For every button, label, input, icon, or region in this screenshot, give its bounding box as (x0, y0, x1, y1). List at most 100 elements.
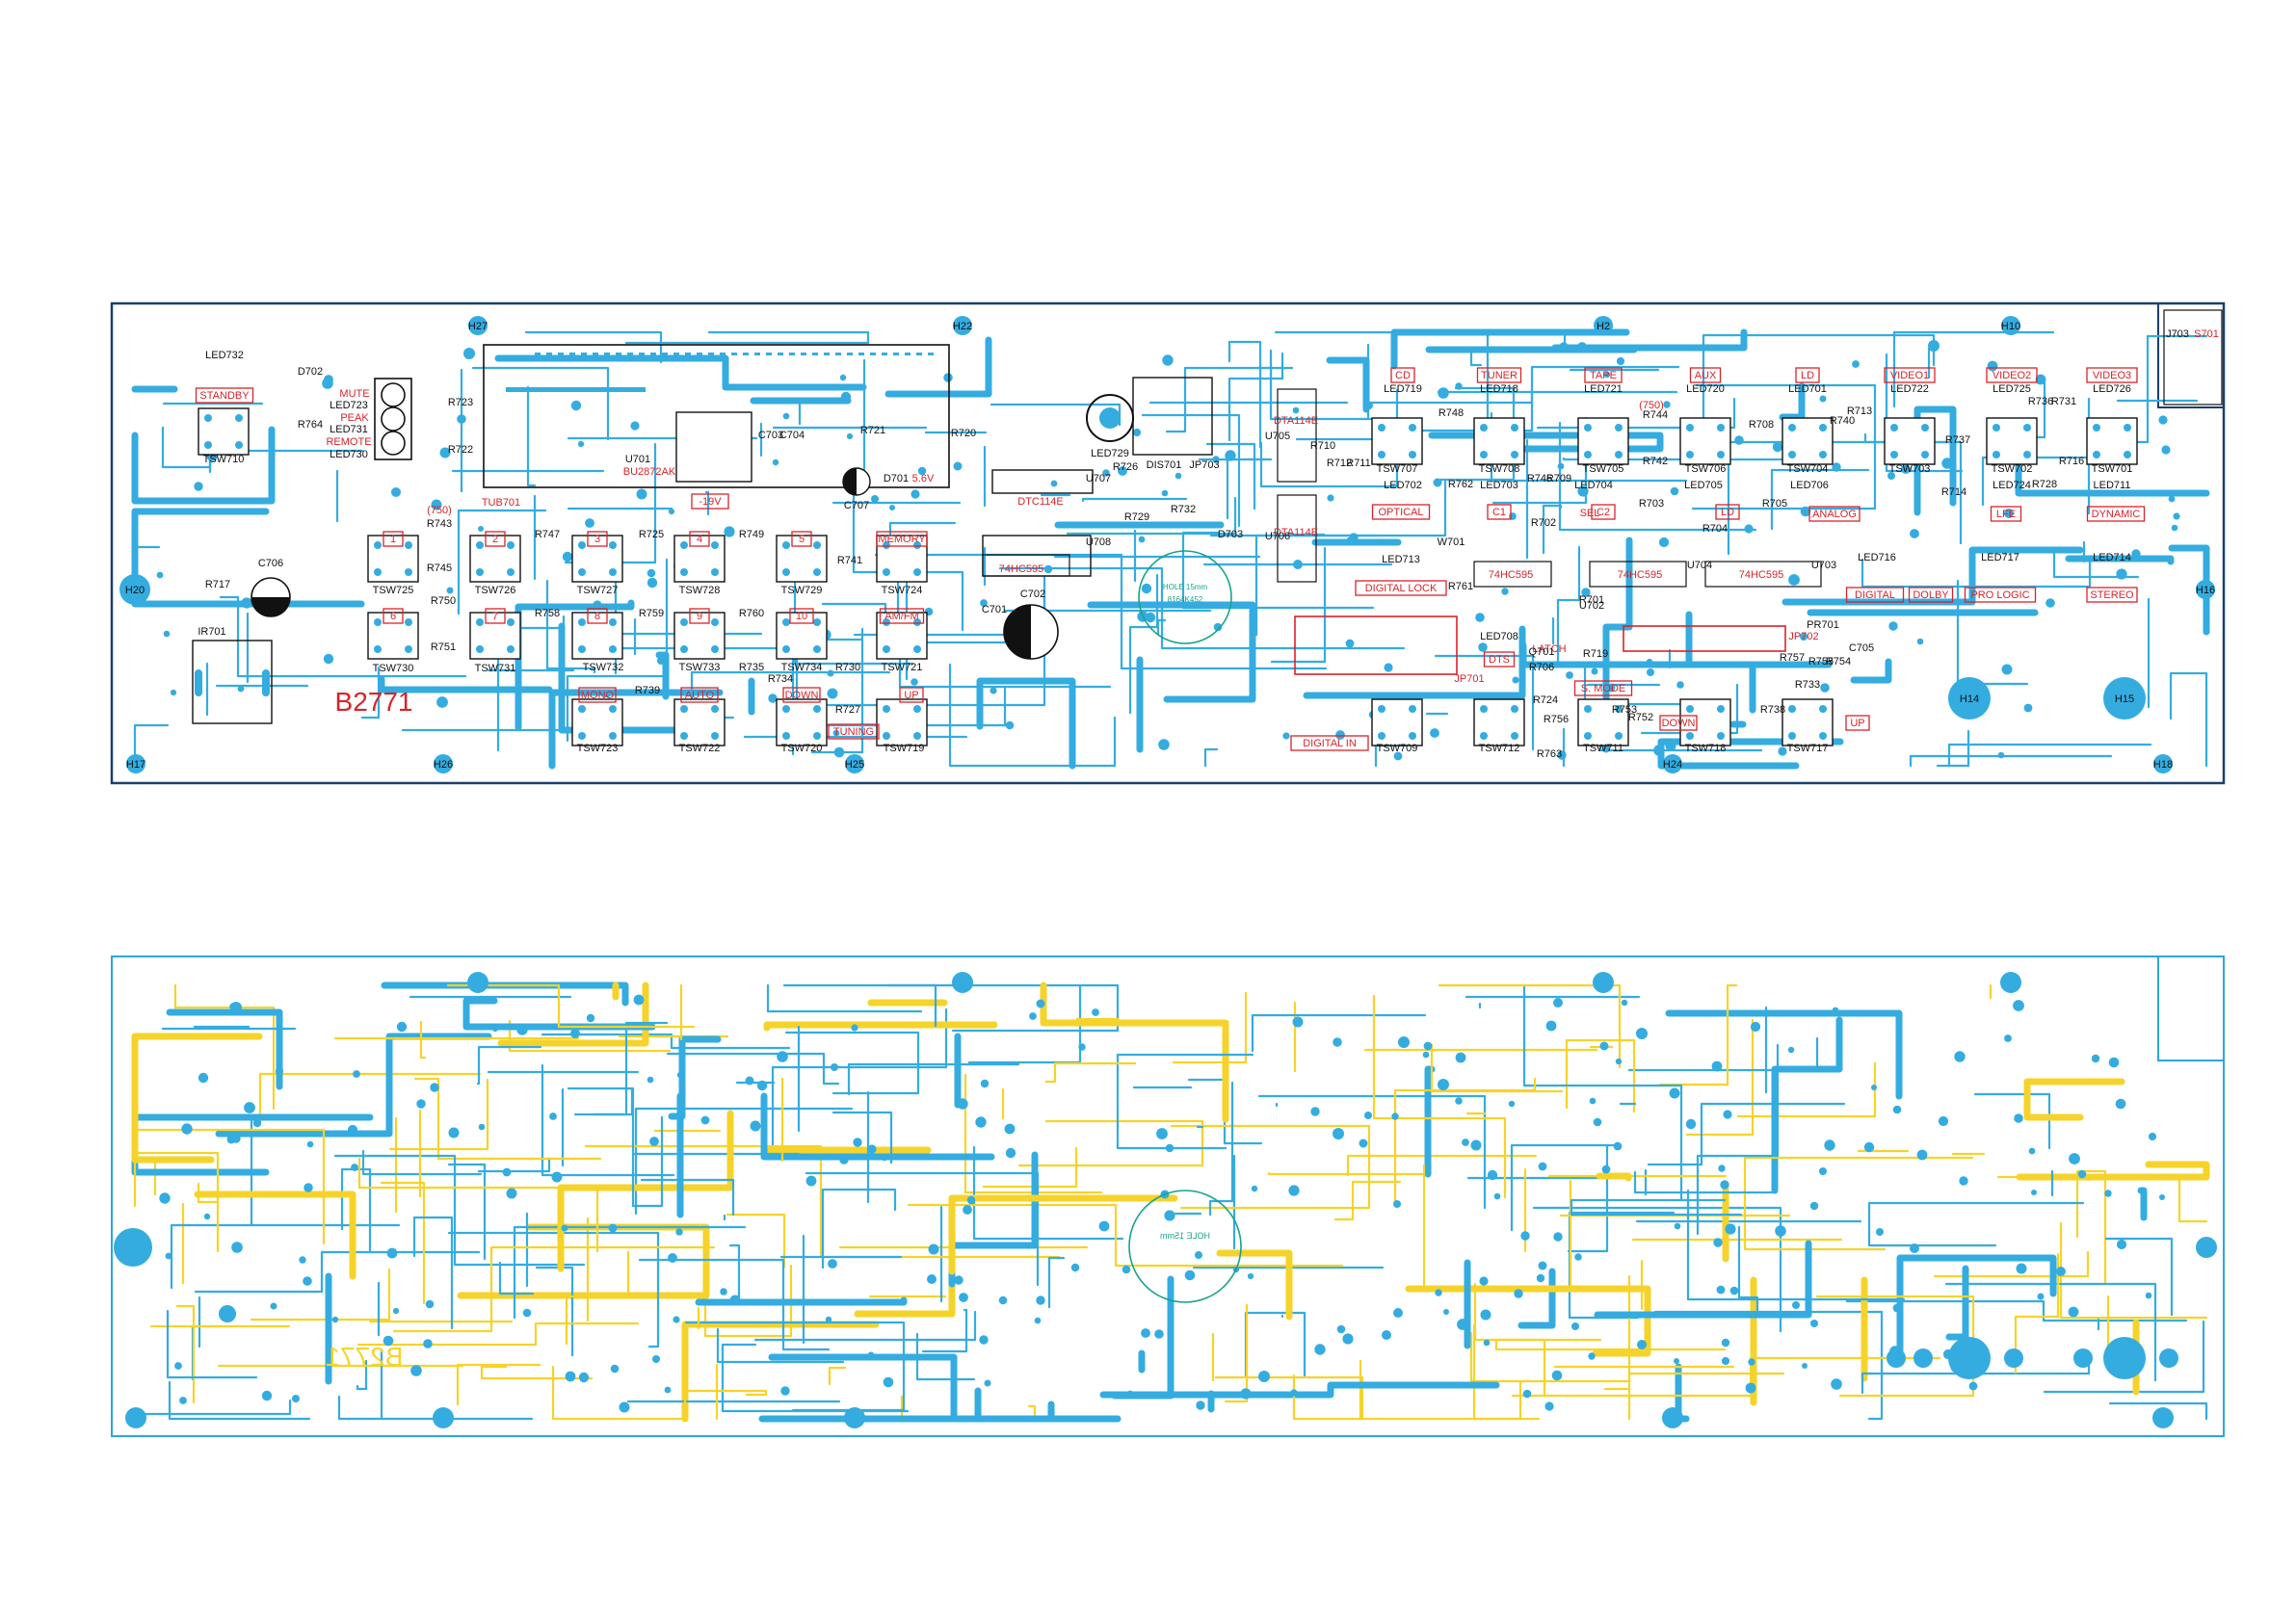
via-pad (179, 1397, 187, 1404)
via-pad (559, 640, 565, 645)
via-pad (954, 1275, 963, 1285)
label-p750b: (750) (1639, 400, 1664, 411)
copper-trace (1522, 983, 1683, 1201)
via-pad (1333, 1128, 1344, 1139)
label-digitallock: DIGITAL LOCK (1365, 583, 1438, 594)
via-pad (237, 685, 245, 693)
via-pad (1916, 1149, 1928, 1161)
copper-trace (1430, 1043, 1564, 1093)
label-box-dts (1483, 651, 1516, 668)
copper-trace (392, 1245, 716, 1333)
copper-trace (535, 1266, 574, 1357)
copper-trace (810, 627, 864, 754)
mount-hole-h26 (434, 754, 453, 773)
component-r750: R750 (431, 595, 456, 607)
via-pad (231, 1242, 243, 1253)
copper-trace (915, 1332, 976, 1381)
label-k7: 7 (492, 611, 498, 622)
tact-switch (876, 612, 928, 660)
via-pad (229, 1003, 237, 1010)
via-pad (1336, 1324, 1346, 1334)
copper-trace (1405, 1285, 1651, 1357)
label-ic74a: 74HC595 (1489, 569, 1533, 581)
copper-trace (1165, 366, 1294, 433)
component-ir701: IR701 (198, 626, 225, 638)
copper-trace (1270, 546, 1327, 664)
copper-trace (1627, 1036, 1819, 1072)
copper-trace (898, 641, 1112, 689)
hole-label-h16: H16 (2196, 585, 2215, 596)
copper-trace (380, 1181, 426, 1305)
via-pad (1258, 1371, 1270, 1382)
via-pad (423, 1339, 433, 1348)
via-pad (1574, 1253, 1582, 1261)
via-pad (1778, 746, 1787, 756)
via-pad (1553, 1232, 1563, 1242)
component-u707: U707 (1086, 473, 1111, 484)
via-pad (1435, 1289, 1442, 1296)
via-pad (1213, 622, 1223, 632)
via-pad (998, 1296, 1008, 1305)
copper-trace (131, 1033, 263, 1164)
component-u706: U706 (1265, 531, 1290, 542)
copper-trace (168, 1380, 311, 1421)
via-pad (491, 1025, 499, 1033)
via-pad (1292, 406, 1300, 414)
via-pad (1676, 681, 1684, 689)
via-pad (1335, 730, 1345, 740)
via-pad (570, 400, 582, 411)
label-tuner: TUNER (1481, 370, 1517, 381)
via-pad (853, 1138, 862, 1147)
dta114e-a (1277, 388, 1317, 483)
component-tsw708: TSW708 (1479, 463, 1520, 475)
via-pad (1772, 441, 1783, 453)
label-auto: AUTO (685, 690, 715, 701)
via-pad (383, 1335, 394, 1347)
component-led730: LED730 (330, 449, 368, 460)
copper-trace (972, 1145, 1124, 1241)
tact-switch (1679, 417, 1731, 465)
mount-hole-h24 (1663, 754, 1682, 773)
via-pad (1293, 560, 1303, 569)
tact-switch (571, 535, 623, 583)
via-pad (720, 1288, 727, 1296)
via-pad (416, 1099, 426, 1109)
bottom-hole (1593, 972, 1614, 993)
copper-trace (1469, 352, 1483, 367)
via-pad (1455, 1097, 1463, 1105)
label-box-prologic (1964, 587, 2037, 603)
label-box-smode (1573, 680, 1633, 696)
component-r756: R756 (1544, 714, 1569, 725)
via-pad (436, 696, 448, 708)
copper-trace (1568, 1211, 1676, 1320)
via-pad (1240, 1388, 1252, 1400)
via-pad (1591, 668, 1598, 675)
component-led705: LED705 (1684, 480, 1723, 491)
via-pad (2001, 664, 2013, 675)
copper-trace (356, 1322, 640, 1347)
bottom-center-hole (1128, 1190, 1242, 1303)
label-box-k10 (789, 608, 814, 624)
via-pad (2035, 374, 2046, 385)
via-pad (2069, 1153, 2080, 1165)
copper-trace (194, 1250, 481, 1294)
label-box-cd (1390, 367, 1415, 383)
via-pad (910, 678, 918, 686)
via-pad (252, 1118, 262, 1128)
via-pad (664, 1386, 672, 1394)
bottom-hole (2196, 1237, 2217, 1258)
via-pad (1716, 1285, 1726, 1295)
via-pad (1538, 1162, 1547, 1171)
via-pad (1174, 472, 1182, 480)
via-pad (630, 421, 640, 431)
via-pad (1669, 1087, 1680, 1099)
copper-trace (821, 1188, 897, 1270)
component-u703: U703 (1811, 560, 1836, 571)
component-r719: R719 (1583, 648, 1608, 660)
label-k9: 9 (697, 611, 702, 622)
via-pad (516, 1024, 528, 1035)
component-r738: R738 (1760, 704, 1785, 716)
component-r726: R726 (1113, 461, 1138, 473)
bottom-copper-traces (131, 982, 2210, 1423)
copper-trace (1686, 1189, 1906, 1301)
